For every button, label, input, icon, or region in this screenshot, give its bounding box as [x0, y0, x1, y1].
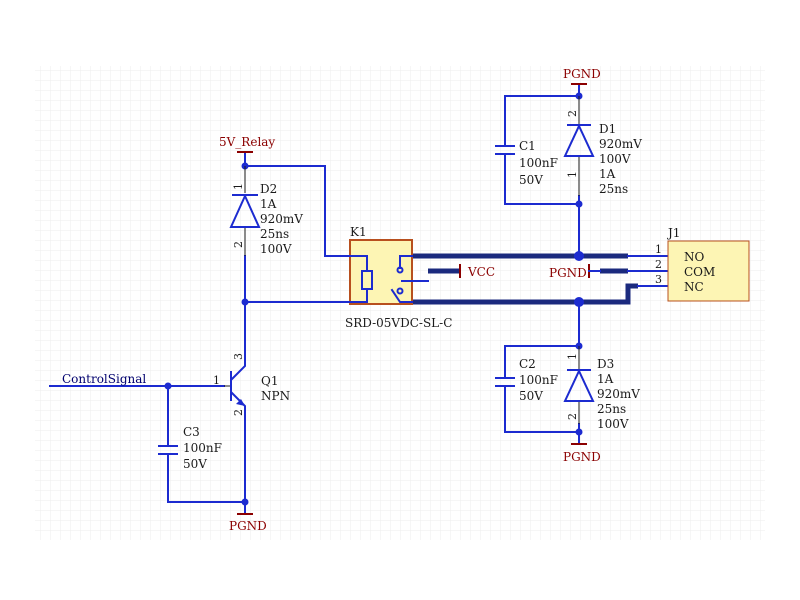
k1-ref: K1 [350, 225, 367, 239]
j1-pin-1-name: NO [684, 250, 705, 264]
transistor-q1[interactable]: 1 3 2 Q1 NPN [213, 353, 290, 418]
d3-vf: 920mV [597, 387, 640, 401]
j1-ref: J1 [666, 226, 680, 240]
d3-vr: 100V [597, 417, 629, 431]
j1-pin-1-num: 1 [655, 243, 662, 256]
q1-pin-emitter: 2 [232, 409, 245, 416]
c1-ref: C1 [519, 139, 536, 153]
d3-pin-bottom: 2 [566, 413, 579, 420]
svg-text:PGND: PGND [229, 519, 267, 533]
c2-value: 100nF [519, 373, 558, 387]
connector-j1[interactable]: J1 1 2 3 NO COM NC [655, 226, 750, 302]
svg-text:PGND: PGND [549, 266, 587, 280]
relay-k1[interactable]: K1 SRD-05VDC-SL-C [345, 225, 452, 330]
diode-d1[interactable]: 2 1 D1 920mV 100V 1A 25ns [563, 96, 642, 196]
d1-trr: 25ns [599, 182, 628, 196]
power-port-vcc[interactable]: VCC [459, 264, 495, 279]
d3-ref: D3 [597, 357, 614, 371]
capacitor-c1[interactable]: C1 100nF 50V [495, 139, 558, 187]
junction-dot [574, 251, 584, 261]
d2-pin-top: 1 [232, 183, 245, 190]
c3-value: 100nF [183, 441, 222, 455]
junction-dot [574, 297, 584, 307]
svg-text:PGND: PGND [563, 67, 601, 81]
power-port-pgnd-d3[interactable]: PGND [563, 443, 601, 464]
c1-value: 100nF [519, 156, 558, 170]
power-port-5v-relay[interactable]: 5V_Relay [219, 135, 275, 153]
c3-ref: C3 [183, 425, 200, 439]
junction-dot [575, 428, 583, 436]
power-port-pgnd-bottom[interactable]: PGND [229, 513, 267, 533]
k1-part: SRD-05VDC-SL-C [345, 316, 452, 330]
c2-ref: C2 [519, 357, 536, 371]
d3-trr: 25ns [597, 402, 626, 416]
diode-d3[interactable]: 1 2 D3 1A 920mV 25ns 100V [563, 346, 640, 431]
bus-lines [412, 253, 638, 305]
net-label-control-signal[interactable]: ControlSignal [62, 372, 146, 386]
d1-current: 1A [599, 167, 616, 181]
wires [49, 83, 580, 515]
d1-vr: 100V [599, 152, 631, 166]
d3-pin-top: 1 [566, 353, 579, 360]
junction-dot [241, 498, 249, 506]
power-port-pgnd-mid[interactable]: PGND [549, 264, 601, 280]
j1-pin-2-num: 2 [655, 258, 662, 271]
j1-pin-3-num: 3 [655, 273, 662, 286]
d2-vr: 100V [260, 242, 292, 256]
c3-voltage: 50V [183, 457, 207, 471]
q1-ref: Q1 [261, 374, 278, 388]
junction-dot [241, 298, 249, 306]
q1-pin-base: 1 [213, 374, 220, 387]
d3-current: 1A [597, 372, 614, 386]
power-port-pgnd-top[interactable]: PGND [563, 67, 601, 85]
j1-pin-3-name: NC [684, 280, 704, 294]
d2-pin-bottom: 2 [232, 241, 245, 248]
svg-text:PGND: PGND [563, 450, 601, 464]
capacitor-c3[interactable]: C3 100nF 50V [158, 425, 222, 471]
d2-current: 1A [260, 197, 277, 211]
diode-d2[interactable]: 1 2 D2 1A 920mV 25ns 100V [229, 166, 303, 256]
svg-text:5V_Relay: 5V_Relay [219, 135, 275, 149]
c2-voltage: 50V [519, 389, 543, 403]
capacitor-c2[interactable]: C2 100nF 50V [495, 357, 558, 403]
d1-pin-top: 2 [566, 110, 579, 117]
d1-ref: D1 [599, 122, 616, 136]
d2-ref: D2 [260, 182, 277, 196]
q1-type: NPN [261, 389, 290, 403]
junction-dot [164, 382, 172, 390]
svg-text:VCC: VCC [467, 265, 495, 279]
j1-pin-2-name: COM [684, 265, 715, 279]
d1-pin-bottom: 1 [566, 171, 579, 178]
d1-vf: 920mV [599, 137, 642, 151]
d2-trr: 25ns [260, 227, 289, 241]
d2-vf: 920mV [260, 212, 303, 226]
c1-voltage: 50V [519, 173, 543, 187]
junction-dot [575, 200, 583, 208]
q1-pin-collector: 3 [232, 353, 245, 360]
